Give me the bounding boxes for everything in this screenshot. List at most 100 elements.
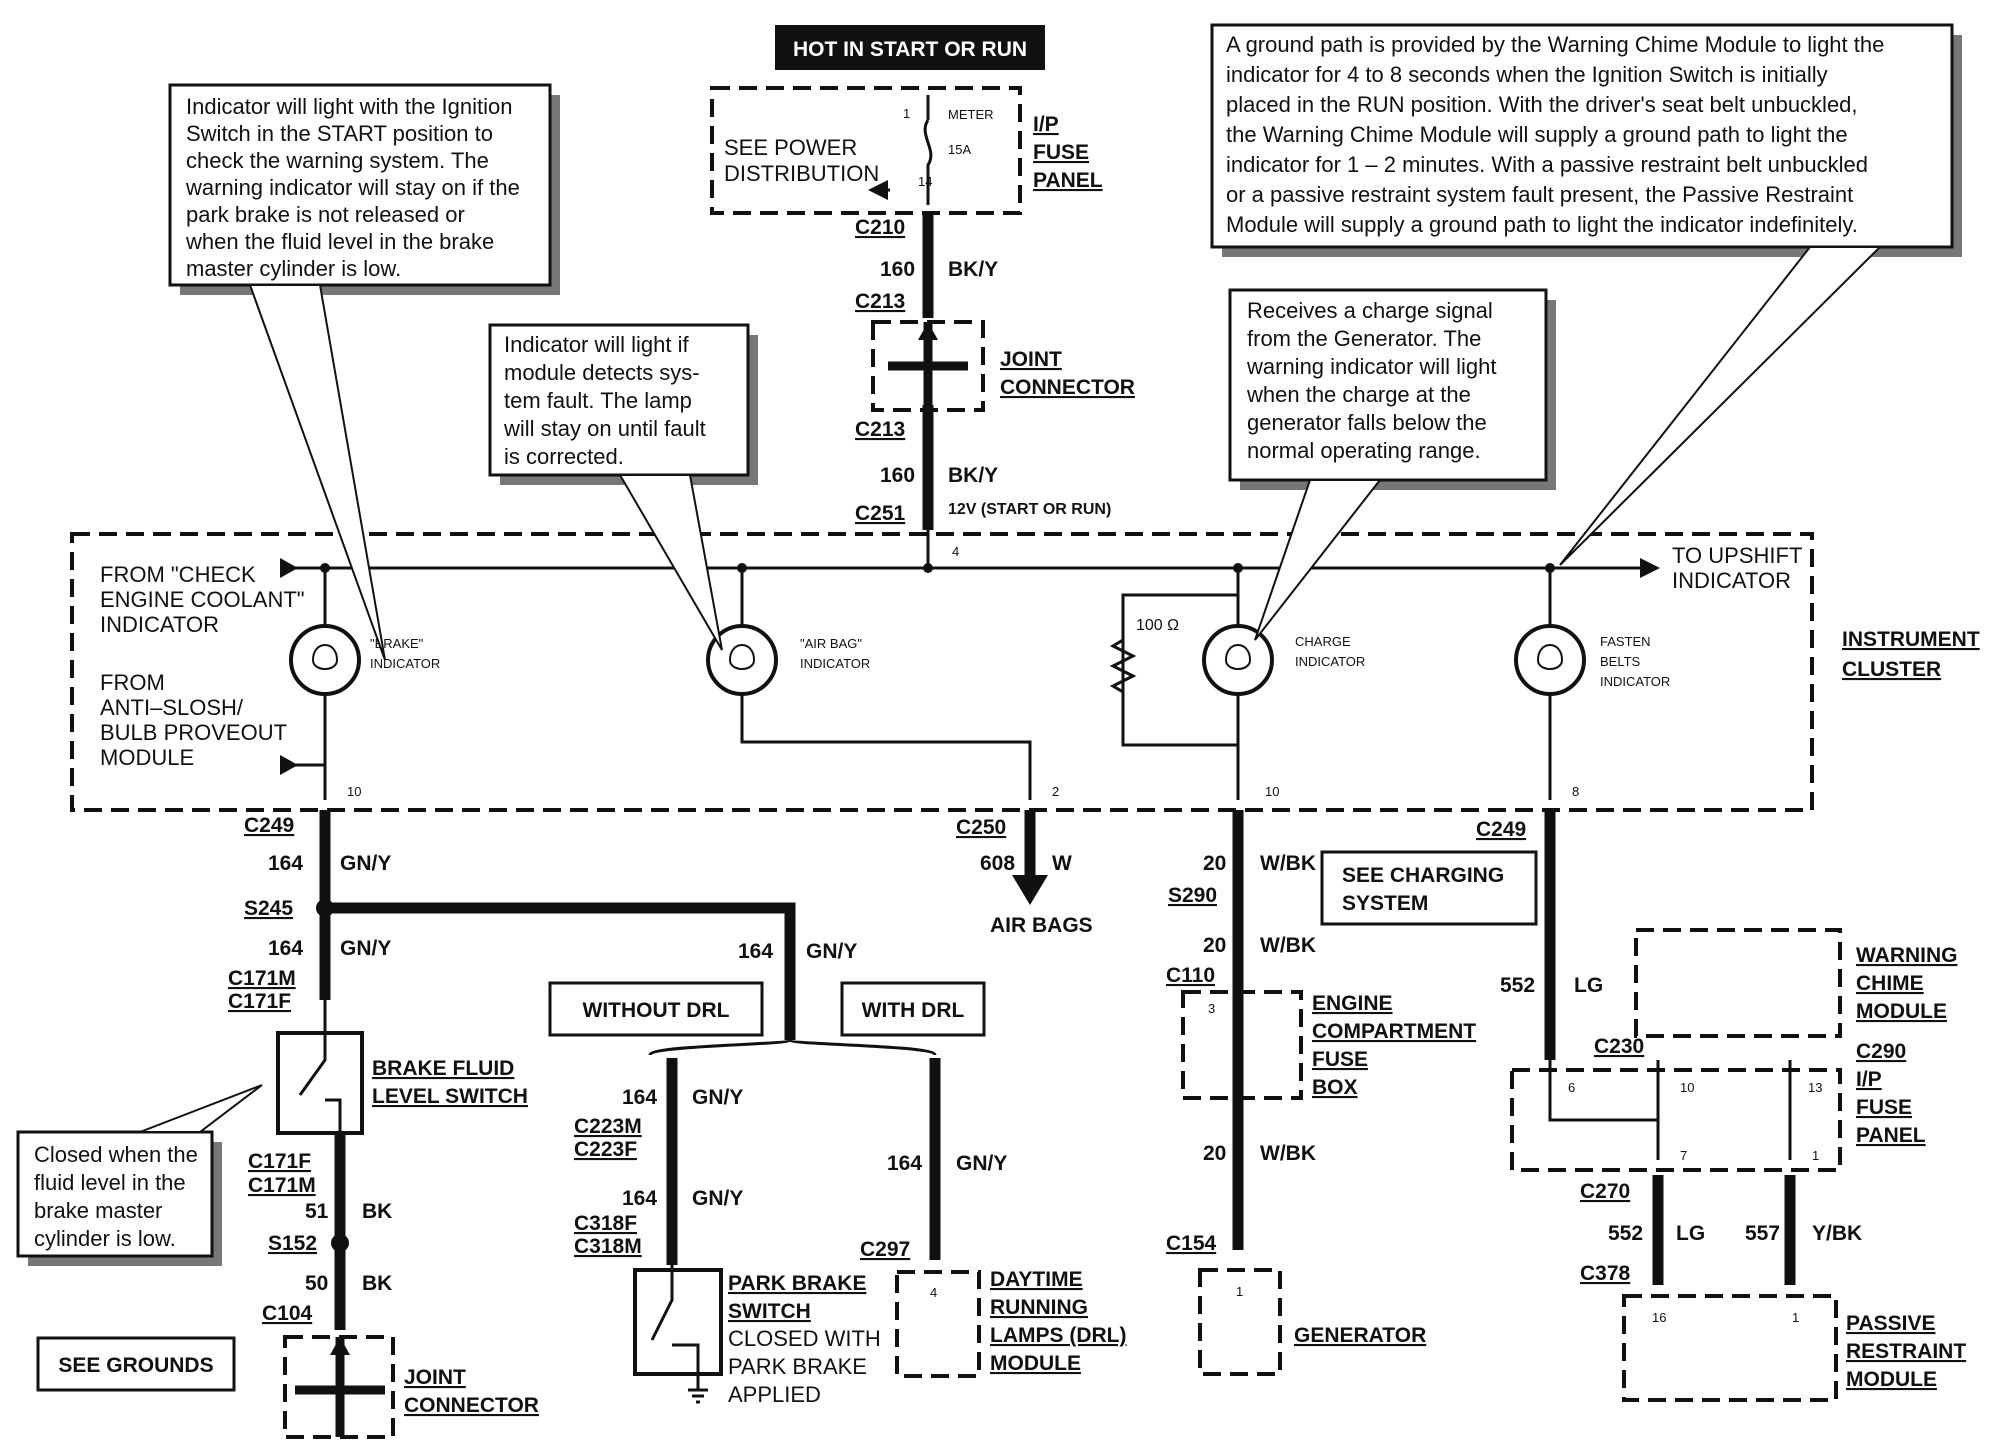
conn-c171f: C171F <box>228 990 291 1013</box>
note-fasten-2: indicator for 4 to 8 seconds when the Ig… <box>1226 62 1828 87</box>
wire-lg-b: LG <box>1676 1222 1705 1245</box>
wire-51: 51 <box>305 1200 329 1223</box>
panel-label-3: PANEL <box>1856 1124 1926 1147</box>
see-grounds-box <box>36 1336 236 1392</box>
fuse-meter: METER <box>948 107 994 122</box>
from-check-1: FROM "CHECK <box>100 562 256 587</box>
note-charge-3: warning indicator will light <box>1246 354 1496 379</box>
conn-c318f: C318F <box>574 1212 637 1235</box>
fuse-element <box>923 95 933 205</box>
wire-gny-d: GN/Y <box>692 1187 743 1210</box>
splice-s152-label: S152 <box>268 1232 317 1255</box>
wire-164d: 164 <box>622 1187 657 1210</box>
note-fasten-7: Module will supply a ground path to ligh… <box>1226 212 1858 237</box>
brake-bulb-icon <box>289 624 361 696</box>
wire-552b: 552 <box>1608 1222 1643 1245</box>
pin-fasten: 8 <box>1572 784 1579 799</box>
charge-ind-2: INDICATOR <box>1295 654 1365 669</box>
note-fasten-5: indicator for 1 – 2 minutes. With a pass… <box>1226 152 1868 177</box>
note-airbag-5: is corrected. <box>504 444 624 469</box>
splice-s290-label: S290 <box>1168 884 1217 907</box>
note-fasten-6: or a passive restraint system fault pres… <box>1226 182 1853 207</box>
joint-bottom-label-1: JOINT <box>404 1366 466 1389</box>
note-brake-6: when the fluid level in the brake <box>185 229 494 254</box>
wire-wbk-a: W/BK <box>1260 852 1316 875</box>
wire-wbk-c: W/BK <box>1260 1142 1316 1165</box>
panel-label-2: FUSE <box>1856 1096 1912 1119</box>
check-engine-arrow-icon <box>280 558 298 578</box>
joint-top-label-1: JOINT <box>1000 348 1062 371</box>
without-drl-label: WITHOUT DRL <box>583 999 730 1022</box>
from-anti-2: ANTI–SLOSH/ <box>100 695 244 720</box>
airbag-arrow-icon <box>1012 875 1048 905</box>
fuse-box-1: ENGINE <box>1312 992 1393 1015</box>
pin4-top: 4 <box>952 544 959 559</box>
fasten-ind-1: FASTEN <box>1600 634 1651 649</box>
note-charge-5: generator falls below the <box>1247 410 1487 435</box>
fuse-pin14: 14 <box>918 174 932 189</box>
conn-c154: C154 <box>1166 1232 1217 1255</box>
joint-bottom-label-2: CONNECTOR <box>404 1394 539 1417</box>
conn-c213a: C213 <box>855 290 905 313</box>
note-fasten <box>1210 23 1954 249</box>
see-charging-box <box>1320 850 1538 926</box>
power-arrow-icon <box>868 180 888 200</box>
passive-label-2: RESTRAINT <box>1846 1340 1966 1363</box>
hot-label: HOT IN START OR RUN <box>793 38 1027 61</box>
wires-552-557 <box>1652 1175 1796 1285</box>
note-fluid-4: cylinder is low. <box>34 1226 176 1251</box>
fuse-pin1: 1 <box>903 106 910 121</box>
wire-lg-label: LG <box>1574 974 1603 997</box>
note-brake <box>168 83 552 287</box>
from-anti-3: BULB PROVEOUT <box>100 720 287 745</box>
panel-pin1: 1 <box>1812 1148 1819 1163</box>
wire-gny-a: GN/Y <box>340 852 391 875</box>
wire-bky-a: BK/Y <box>948 258 998 281</box>
conn-c223m: C223M <box>574 1115 642 1138</box>
with-drl-label: WITH DRL <box>862 999 965 1022</box>
note-brake-3: check the warning system. The <box>186 148 489 173</box>
brake-ind-2: INDICATOR <box>370 656 440 671</box>
conn-c110: C110 <box>1166 964 1215 987</box>
from-check-3: INDICATOR <box>100 612 219 637</box>
from-check-2: ENGINE COOLANT" <box>100 587 305 612</box>
conn-c171f2: C171F <box>248 1150 311 1173</box>
passive-pin1: 1 <box>1792 1310 1799 1325</box>
conn-c297: C297 <box>860 1238 910 1261</box>
upshift-1: TO UPSHIFT <box>1672 543 1802 568</box>
note-fluid <box>16 1130 214 1258</box>
warning-label-2: CHIME <box>1856 972 1924 995</box>
switch-label-1: BRAKE FLUID <box>372 1057 514 1080</box>
wire-164b: 164 <box>268 937 303 960</box>
splice-s245-label: S245 <box>244 897 293 920</box>
note-fluid-3: brake master <box>34 1198 162 1223</box>
from-anti-1: FROM <box>100 670 165 695</box>
drl-label-2: RUNNING <box>990 1296 1088 1319</box>
cluster-title-2: CLUSTER <box>1842 658 1941 681</box>
ip-fuse-panel-label-3: PANEL <box>1033 169 1103 192</box>
passive-pin16: 16 <box>1652 1310 1666 1325</box>
with-drl-box <box>840 981 986 1037</box>
note-airbag-2: module detects sys- <box>504 360 700 385</box>
fuse-box-4: BOX <box>1312 1076 1358 1099</box>
engine-fuse-box <box>1181 990 1303 1100</box>
wire-gny-c: GN/Y <box>692 1086 743 1109</box>
splice-s152 <box>331 1234 349 1252</box>
note-charge-1: Receives a charge signal <box>1247 298 1493 323</box>
resistor-label: 100 Ω <box>1136 617 1179 634</box>
wire-557: 557 <box>1745 1222 1780 1245</box>
conn-c270: C270 <box>1580 1180 1630 1203</box>
panel-pin7: 7 <box>1680 1148 1687 1163</box>
panel-label-1: I/P <box>1856 1068 1882 1091</box>
panel-pin13: 13 <box>1808 1080 1822 1095</box>
conn-c318m: C318M <box>574 1235 642 1258</box>
drl-pin4: 4 <box>930 1285 937 1300</box>
note-airbag <box>488 323 750 477</box>
note-charge-6: normal operating range. <box>1247 438 1481 463</box>
note-brake-5: park brake is not released or <box>186 202 465 227</box>
airbag-ind-1: "AIR BAG" <box>800 636 862 651</box>
wire-20b: 20 <box>1203 934 1226 957</box>
drl-bracket <box>648 1038 937 1057</box>
from-anti-4: MODULE <box>100 745 194 770</box>
